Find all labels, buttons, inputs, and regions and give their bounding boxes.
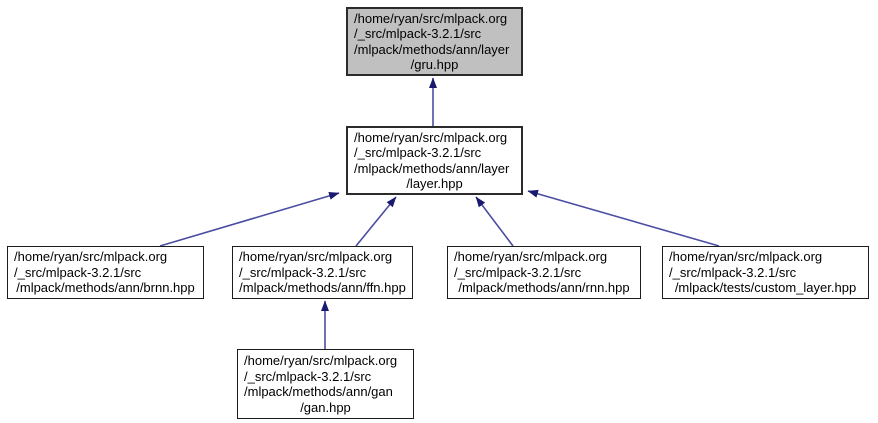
node-file-line: /gan.hpp (300, 399, 351, 415)
node-path-line: /home/ryan/src/mlpack.org (669, 249, 823, 265)
node-path-line: /home/ryan/src/mlpack.org (14, 249, 168, 265)
node-path-line: /home/ryan/src/mlpack.org (244, 353, 398, 368)
node-path-line: /_src/mlpack-3.2.1/src (239, 264, 367, 280)
node-path-line: /home/ryan/src/mlpack.org (454, 249, 608, 265)
node-path-line: /_src/mlpack-3.2.1/src (244, 368, 372, 384)
node-path-line: /mlpack/methods/ann/layer (354, 160, 510, 176)
edge-brnn-to-layer (159, 192, 340, 247)
node-file-line: /layer.hpp (406, 176, 463, 191)
graph-node-gru-hpp: /home/ryan/src/mlpack.org /_src/mlpack-3… (346, 7, 523, 76)
node-path-line: /_src/mlpack-3.2.1/src (354, 145, 482, 160)
node-path-line: /home/ryan/src/mlpack.org (354, 129, 508, 145)
edge-ffn-to-layer (355, 196, 397, 247)
edge-rnn-to-layer (475, 196, 514, 247)
node-path-line: /home/ryan/src/mlpack.org (354, 10, 508, 26)
node-file-line: /gru.hpp (410, 57, 459, 72)
edge-custom-to-layer (527, 189, 720, 247)
graph-node-brnn-hpp[interactable]: /home/ryan/src/mlpack.org /_src/mlpack-3… (7, 246, 204, 299)
node-path-line: /_src/mlpack-3.2.1/src (354, 26, 482, 41)
node-path-line: /_src/mlpack-3.2.1/src (14, 264, 142, 280)
graph-node-rnn-hpp[interactable]: /home/ryan/src/mlpack.org /_src/mlpack-3… (447, 246, 641, 299)
node-path-line: /mlpack/methods/ann/layer (354, 41, 510, 57)
node-file-line: /mlpack/methods/ann/rnn.hpp (458, 280, 630, 296)
node-file-line: /mlpack/methods/ann/brnn.hpp (16, 280, 195, 296)
graph-node-custom-layer-hpp[interactable]: /home/ryan/src/mlpack.org /_src/mlpack-3… (662, 246, 869, 299)
graph-node-layer-hpp[interactable]: /home/ryan/src/mlpack.org /_src/mlpack-3… (346, 126, 523, 195)
node-path-line: /mlpack/methods/ann/gan (244, 384, 393, 399)
graph-node-gan-hpp[interactable]: /home/ryan/src/mlpack.org /_src/mlpack-3… (237, 349, 414, 419)
node-path-line: /_src/mlpack-3.2.1/src (669, 264, 797, 280)
node-file-line: /mlpack/methods/ann/ffn.hpp (239, 280, 406, 296)
node-path-line: /home/ryan/src/mlpack.org (239, 249, 393, 265)
node-file-line: /mlpack/tests/custom_layer.hpp (674, 280, 857, 296)
node-path-line: /_src/mlpack-3.2.1/src (454, 264, 582, 280)
graph-node-ffn-hpp[interactable]: /home/ryan/src/mlpack.org /_src/mlpack-3… (232, 246, 413, 299)
